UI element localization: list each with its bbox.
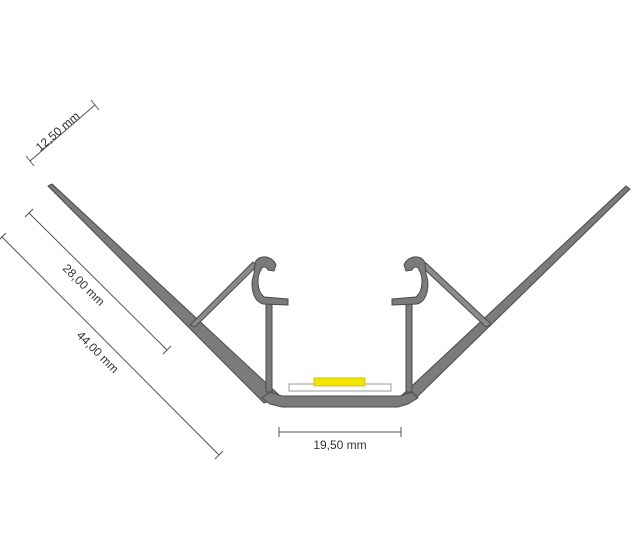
dimension-outer-leg-tick-end bbox=[214, 450, 224, 460]
dimension-lip-width-tick-end bbox=[90, 99, 100, 111]
dimension-channel-width-label: 19,50 mm bbox=[313, 438, 366, 452]
dimension-inner-leg-tick-end bbox=[162, 345, 172, 355]
dimension-lip-width: 12,50 mm bbox=[25, 99, 100, 167]
dimension-lip-width-tick-start bbox=[25, 155, 35, 167]
dimension-outer-leg-line bbox=[1, 236, 220, 456]
dimension-outer-leg-tick-start bbox=[0, 232, 7, 240]
profile-left-clip bbox=[251, 256, 289, 306]
led-chip bbox=[313, 377, 366, 387]
dimension-inner-leg-tick-start bbox=[24, 208, 34, 218]
profile-right-clip bbox=[391, 256, 429, 306]
led-strip bbox=[288, 377, 392, 392]
profile-left-inner-wall bbox=[265, 299, 273, 393]
dimension-lip-width-label: 12,50 mm bbox=[33, 109, 83, 154]
dimension-lip-width-line bbox=[29, 104, 96, 162]
profile-left-brace bbox=[189, 261, 258, 328]
dimension-outer-leg: 44,00 mm bbox=[0, 232, 224, 460]
profile-right-wing bbox=[399, 185, 631, 405]
aluminium-profile bbox=[47, 183, 631, 408]
profile-right-inner-wall bbox=[405, 299, 413, 393]
dimension-channel-width: 19,50 mm bbox=[278, 427, 402, 452]
dimension-outer-leg-label: 44,00 mm bbox=[74, 328, 122, 376]
profile-base bbox=[261, 391, 419, 408]
dimension-inner-leg-line bbox=[28, 212, 168, 351]
dimension-inner-leg-label: 28,00 mm bbox=[60, 261, 108, 309]
profile-right-brace bbox=[421, 262, 492, 328]
